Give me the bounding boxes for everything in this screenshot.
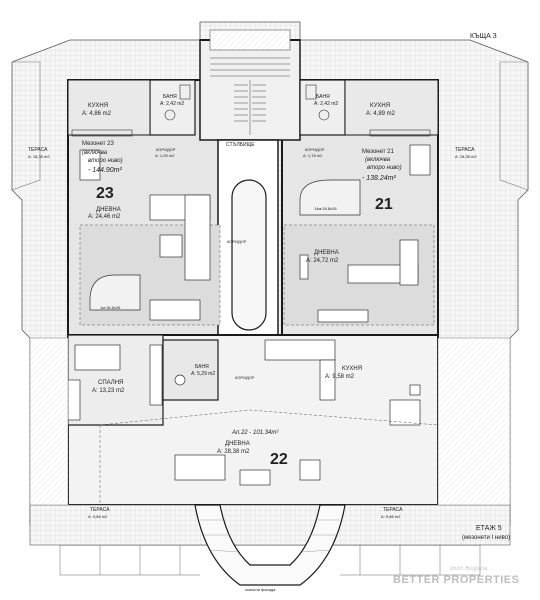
u22-kitchen-area: A: 9,58 m2 — [325, 374, 355, 380]
u21-number: 21 — [375, 196, 393, 213]
u22-bath-name: БАНЯ — [195, 364, 209, 370]
u21-bath-name: БАНЯ — [316, 94, 330, 100]
u23-includes: (включва — [82, 150, 108, 156]
u21-area: - 138.24m² — [362, 175, 396, 182]
glass-label: окачена фасада — [245, 587, 276, 592]
u21-kitchen-area: A: 4,89 m2 — [366, 111, 396, 117]
u22-bath-area: A: 5,29 m2 — [191, 371, 216, 377]
u22-terrace-left-area: A: 9,88 m2 — [88, 514, 108, 519]
stair-label: СТЪЛБИЩЕ — [226, 142, 255, 148]
u22-title: Ап.22 - 101.34m² — [232, 430, 279, 436]
u22-bedroom-area: A: 13,23 m2 — [92, 388, 125, 394]
u23-kitchen-area: A: 4,86 m2 — [82, 111, 112, 117]
u21-terrace-area: A: 18,35 m2 — [455, 154, 477, 159]
u21-terrace-name: ТЕРАСА — [455, 147, 475, 153]
u21-corridor-name: КОРИДОР — [305, 147, 325, 152]
u22-number: 22 — [270, 451, 288, 468]
watermark-top: Imoti Bulgaria — [450, 566, 488, 572]
u23-corridor-area: A: 1,93 m2 — [155, 153, 175, 158]
u22-bedroom-name: СПАЛНЯ — [98, 380, 124, 386]
u23-living-area: A: 24,46 m2 — [88, 214, 121, 220]
u21-kitchen-name: КУХНЯ — [370, 103, 391, 109]
u21-living-area: A: 24,72 m2 — [306, 258, 339, 264]
watermark-main: BETTER PROPERTIES — [393, 574, 520, 586]
u21-corridor-area: A: 1,78 m2 — [303, 153, 323, 158]
u23-bath-name: БАНЯ — [163, 94, 177, 100]
curved-facade — [194, 504, 346, 586]
u21-living-name: ДНЕВНА — [314, 250, 339, 256]
house-label: КЪЩА 3 — [470, 33, 497, 40]
u23-stair: 1м:18.8х26 — [100, 305, 121, 310]
u22-terrace-right-name: ТЕРАСА — [383, 507, 403, 513]
u23-bath-area: A: 2,42 m2 — [160, 101, 185, 107]
u22-kitchen-name: КУХНЯ — [342, 366, 363, 372]
u23-title: Мезонет 23 — [82, 141, 114, 147]
u21-stair: 14м:18.8х26 — [314, 206, 337, 211]
floor-label: ЕТАЖ 5 — [476, 525, 502, 532]
furniture-lower — [67, 339, 421, 486]
u23-living-name: ДНЕВНА — [96, 207, 121, 213]
u23-number: 23 — [96, 185, 114, 202]
u23-includes2: второ ниво) — [88, 158, 123, 164]
u22-living-name: ДНЕВНА — [225, 441, 250, 447]
u22-terrace-right-area: A: 9,88 m2 — [381, 514, 401, 519]
u23-terrace-name: ТЕРАСА — [28, 147, 48, 153]
u21-includes2: второ ниво) — [367, 165, 402, 171]
u21-title: Мезонет 21 — [362, 149, 394, 155]
furniture-upper — [79, 144, 431, 323]
u21-bath-area: A: 2,42 m2 — [314, 101, 339, 107]
u23-area: - 144.90m² — [88, 167, 122, 174]
stair-treads — [210, 57, 290, 135]
u22-living-area: A: 28,38 m2 — [217, 449, 250, 455]
corridor-lower-label: КОРИДОР — [235, 375, 255, 380]
u23-kitchen-name: КУХНЯ — [88, 103, 109, 109]
u23-terrace-area: A: 18,35 m2 — [28, 154, 50, 159]
corridor-vertical-label: КОРИДОР — [227, 239, 247, 244]
u21-includes: (включва — [365, 157, 391, 163]
floor-sub-label: (мезонети I ниво) — [462, 535, 511, 541]
u22-terrace-left-name: ТЕРАСА — [90, 507, 110, 513]
u23-corridor-name: КОРИДОР — [156, 147, 176, 152]
